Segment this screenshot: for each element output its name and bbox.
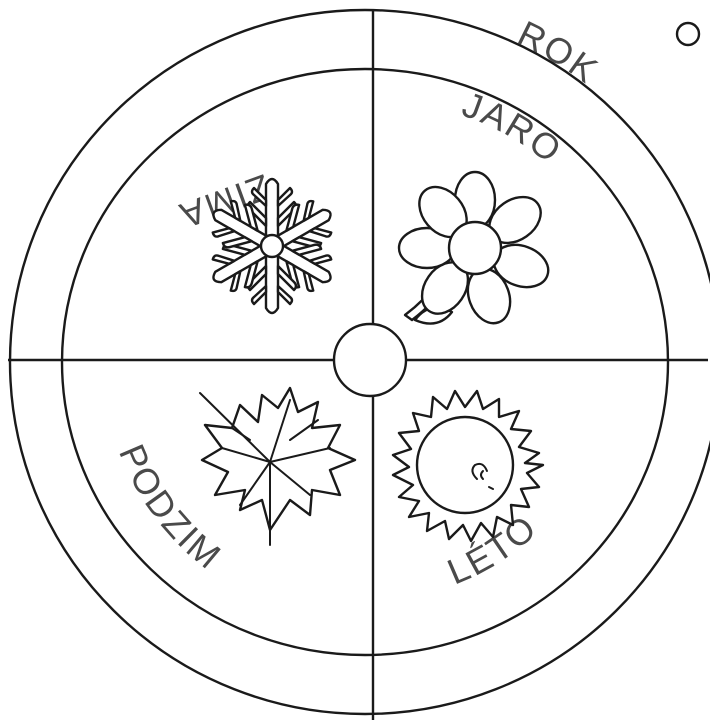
- center-hub: [334, 324, 406, 396]
- label-rok: ROK: [512, 12, 607, 91]
- label-jaro: JARO: [457, 84, 570, 172]
- wheel-structure: [8, 10, 710, 720]
- flower-icon: [399, 172, 554, 329]
- maple-leaf-icon: [200, 388, 355, 545]
- label-jaro-path: JARO: [457, 84, 570, 172]
- label-rok-path: ROK: [512, 12, 607, 91]
- corner-small-circle: [677, 23, 699, 45]
